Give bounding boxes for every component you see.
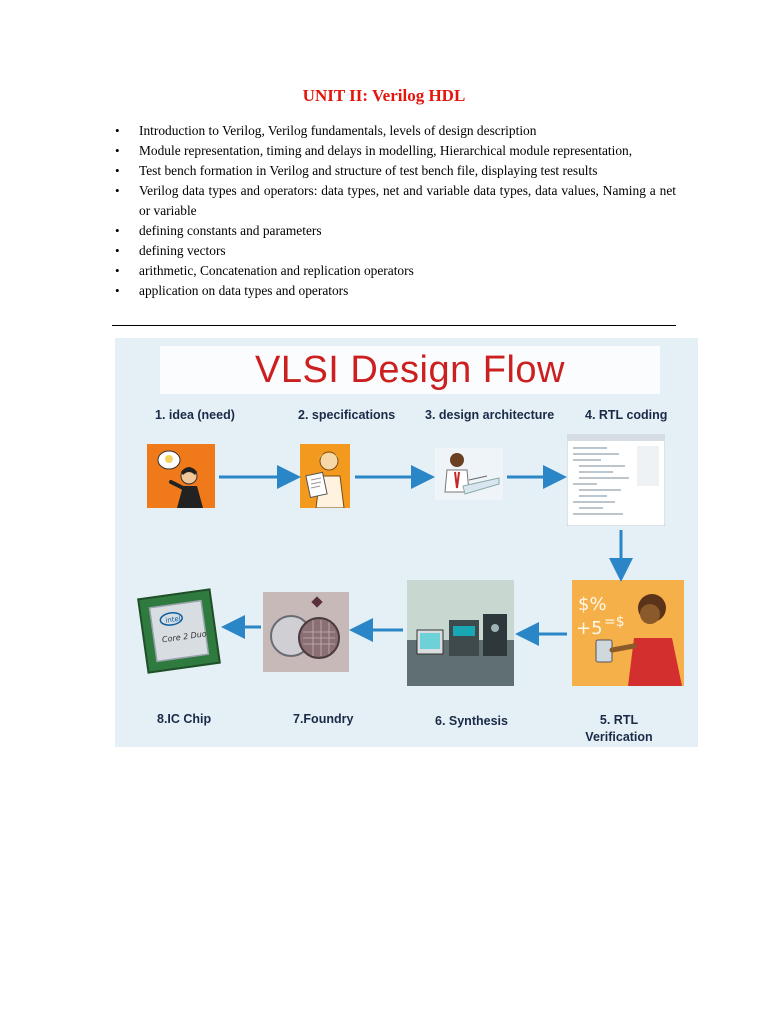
step-label-foundry: 7.Foundry bbox=[293, 712, 354, 726]
idea-person-icon bbox=[147, 444, 215, 508]
chip-brand-text: intel bbox=[165, 615, 181, 625]
list-item: Verilog data types and operators: data t… bbox=[112, 181, 676, 221]
page-title: UNIT II: Verilog HDL bbox=[302, 86, 466, 105]
svg-text:$%: $% bbox=[578, 594, 607, 615]
list-item: Test bench formation in Verilog and stru… bbox=[112, 161, 676, 181]
step-label-rtl-verification: 5. RTL Verification bbox=[585, 713, 653, 744]
flow-arrows bbox=[219, 465, 633, 646]
step-label-synthesis: 6. Synthesis bbox=[435, 714, 508, 728]
step-label-rtl-coding: 4. RTL coding bbox=[585, 408, 668, 422]
architect-icon bbox=[435, 448, 503, 500]
step-label-specifications: 2. specifications bbox=[298, 408, 396, 422]
list-item: defining vectors bbox=[112, 241, 676, 261]
figure-title: VLSI Design Flow bbox=[254, 349, 565, 391]
list-item: arithmetic, Concatenation and replicatio… bbox=[112, 261, 676, 281]
specifications-person-icon bbox=[300, 444, 350, 508]
list-item: defining constants and parameters bbox=[112, 221, 676, 241]
step-label-idea: 1. idea (need) bbox=[155, 408, 235, 422]
list-item: application on data types and operators bbox=[112, 281, 676, 301]
topic-list: Introduction to Verilog, Verilog fundame… bbox=[112, 121, 676, 301]
list-item: Introduction to Verilog, Verilog fundame… bbox=[112, 121, 676, 141]
divider bbox=[112, 325, 676, 326]
ic-chip-icon: intel Core 2 Duo bbox=[137, 588, 221, 674]
vlsi-design-flow-figure: VLSI Design Flow 1. idea (need) 2. speci… bbox=[115, 338, 698, 747]
svg-text:=$: =$ bbox=[604, 614, 625, 630]
step-label-design-architecture: 3. design architecture bbox=[425, 408, 555, 422]
step-label-ic-chip: 8.IC Chip bbox=[157, 712, 212, 726]
figure-title-box bbox=[160, 346, 660, 394]
list-item: Module representation, timing and delays… bbox=[112, 141, 676, 161]
svg-text:+5: +5 bbox=[576, 618, 603, 639]
synthesis-lab-icon bbox=[407, 580, 514, 686]
wafer-icon bbox=[263, 592, 349, 672]
code-screen-icon bbox=[567, 434, 665, 526]
verification-person-icon: $% +5 =$ bbox=[572, 580, 684, 686]
